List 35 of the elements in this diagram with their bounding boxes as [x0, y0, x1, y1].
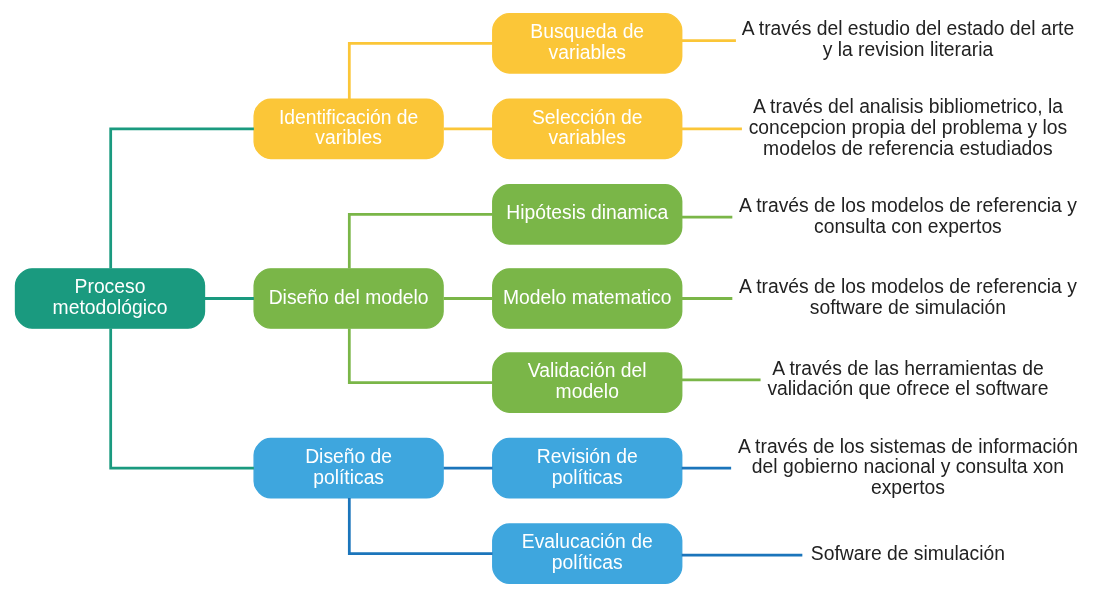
connector: [681, 553, 803, 557]
node-box: Hipótesis dinamica: [492, 184, 683, 245]
node-text: A través de las herramientas de validación que ofrece el software: [767, 357, 1049, 400]
node-box: Proceso metodológico: [14, 268, 206, 329]
connector: [109, 328, 254, 470]
node-text: A través de los modelos de referencia y software de simulación: [738, 276, 1077, 318]
node-text: A través de los modelos de referencia y consulta con expertos: [738, 194, 1077, 237]
connector: [443, 466, 493, 470]
connector: [681, 297, 733, 300]
node-text: A través del analisis bibliometrico, la concepcion propia del problema y los modelos de referencia estudiados: [748, 96, 1068, 159]
connector: [681, 215, 733, 219]
node-box: Identificación de varibles: [253, 98, 444, 160]
node-box: Modelo matematico: [492, 268, 683, 329]
node-box: Validación del modelo: [492, 352, 683, 413]
node-text: A través de los sistemas de información del gobierno nacional y consulta xon expertos: [737, 435, 1078, 498]
connector: [347, 213, 493, 269]
connector: [681, 466, 732, 470]
node-box: Selección de variables: [492, 98, 683, 160]
connector: [681, 127, 742, 131]
connector: [347, 328, 493, 384]
node-box: Evalucación de políticas: [492, 523, 683, 585]
node-box: Diseño del modelo: [253, 268, 444, 329]
connector: [681, 39, 736, 42]
connector: [205, 297, 254, 300]
node-box: Diseño de políticas: [253, 437, 444, 499]
connector: [347, 498, 493, 556]
node-text: Sofware de simulación: [810, 543, 1005, 565]
connector: [443, 297, 493, 300]
node-box: Revisión de políticas: [492, 437, 683, 499]
connector: [443, 127, 493, 131]
connector: [347, 41, 493, 99]
connector: [109, 127, 254, 269]
connector: [681, 378, 761, 382]
node-text: A través del estudio del estado del arte y la revision literaria: [741, 18, 1075, 61]
node-box: Busqueda de variables: [492, 13, 683, 74]
